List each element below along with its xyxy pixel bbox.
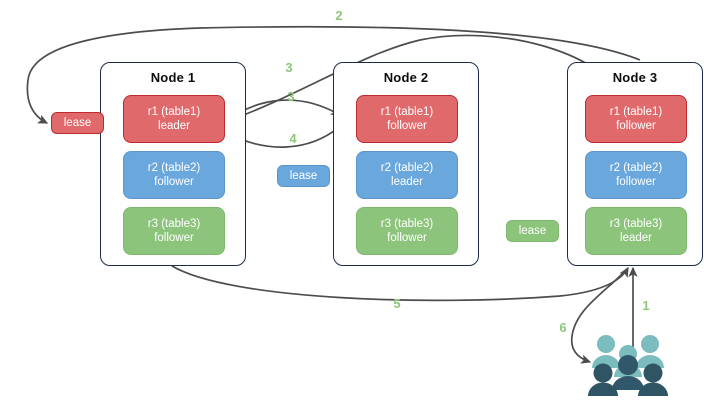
replica-name: r1 (table1) <box>380 106 434 118</box>
step-label-6: 6 <box>559 320 567 335</box>
step-label-4: 4 <box>289 131 297 146</box>
replica-role: follower <box>387 232 427 244</box>
node-container-node3[interactable]: Node 3 r1 (table1) follower r2 (table2) … <box>567 62 703 266</box>
replica-role: leader <box>620 232 652 244</box>
arrow-step-5 <box>171 265 629 302</box>
replica-node1-r1[interactable]: r1 (table1) leader <box>123 95 225 143</box>
step-label-2: 2 <box>335 8 343 23</box>
lease-badge-r3[interactable]: lease <box>506 220 559 242</box>
replica-name: r2 (table2) <box>609 162 663 174</box>
node-container-node1[interactable]: Node 1 r1 (table1) leader r2 (table2) fo… <box>100 62 246 266</box>
arrow-step-6 <box>570 267 629 364</box>
lease-badge-r1[interactable]: lease <box>51 112 104 134</box>
replica-node3-r3[interactable]: r3 (table3) leader <box>585 207 687 255</box>
lease-badge-r2[interactable]: lease <box>277 165 330 187</box>
replica-role: follower <box>387 120 427 132</box>
node-title-node2: Node 2 <box>383 70 429 85</box>
step-label-1: 1 <box>642 298 650 313</box>
step-label-3-upper: 3 <box>285 60 293 75</box>
node-title-node3: Node 3 <box>612 70 658 85</box>
people-group-icon <box>588 335 668 396</box>
replica-role: follower <box>154 232 194 244</box>
replica-role: leader <box>158 120 190 132</box>
replica-role: leader <box>391 176 423 188</box>
node-container-node2[interactable]: Node 2 r1 (table1) follower r2 (table2) … <box>333 62 479 266</box>
replica-node3-r2[interactable]: r2 (table2) follower <box>585 151 687 199</box>
replica-name: r3 (table3) <box>609 218 663 230</box>
replica-name: r3 (table3) <box>380 218 434 230</box>
replica-node2-r1[interactable]: r1 (table1) follower <box>356 95 458 143</box>
node-title-node1: Node 1 <box>150 70 196 85</box>
replica-role: follower <box>154 176 194 188</box>
replica-role: follower <box>616 176 656 188</box>
replica-node2-r2[interactable]: r2 (table2) leader <box>356 151 458 199</box>
step-label-5: 5 <box>393 296 401 311</box>
replica-role: follower <box>616 120 656 132</box>
arrow-step-2 <box>26 25 641 124</box>
replica-node1-r3[interactable]: r3 (table3) follower <box>123 207 225 255</box>
replica-name: r1 (table1) <box>147 106 201 118</box>
replica-name: r2 (table2) <box>380 162 434 174</box>
replica-node3-r1[interactable]: r1 (table1) follower <box>585 95 687 143</box>
replica-name: r1 (table1) <box>609 106 663 118</box>
replica-node1-r2[interactable]: r2 (table2) follower <box>123 151 225 199</box>
step-label-3-lower: 3 <box>287 89 295 104</box>
replica-name: r2 (table2) <box>147 162 201 174</box>
replica-name: r3 (table3) <box>147 218 201 230</box>
replica-node2-r3[interactable]: r3 (table3) follower <box>356 207 458 255</box>
